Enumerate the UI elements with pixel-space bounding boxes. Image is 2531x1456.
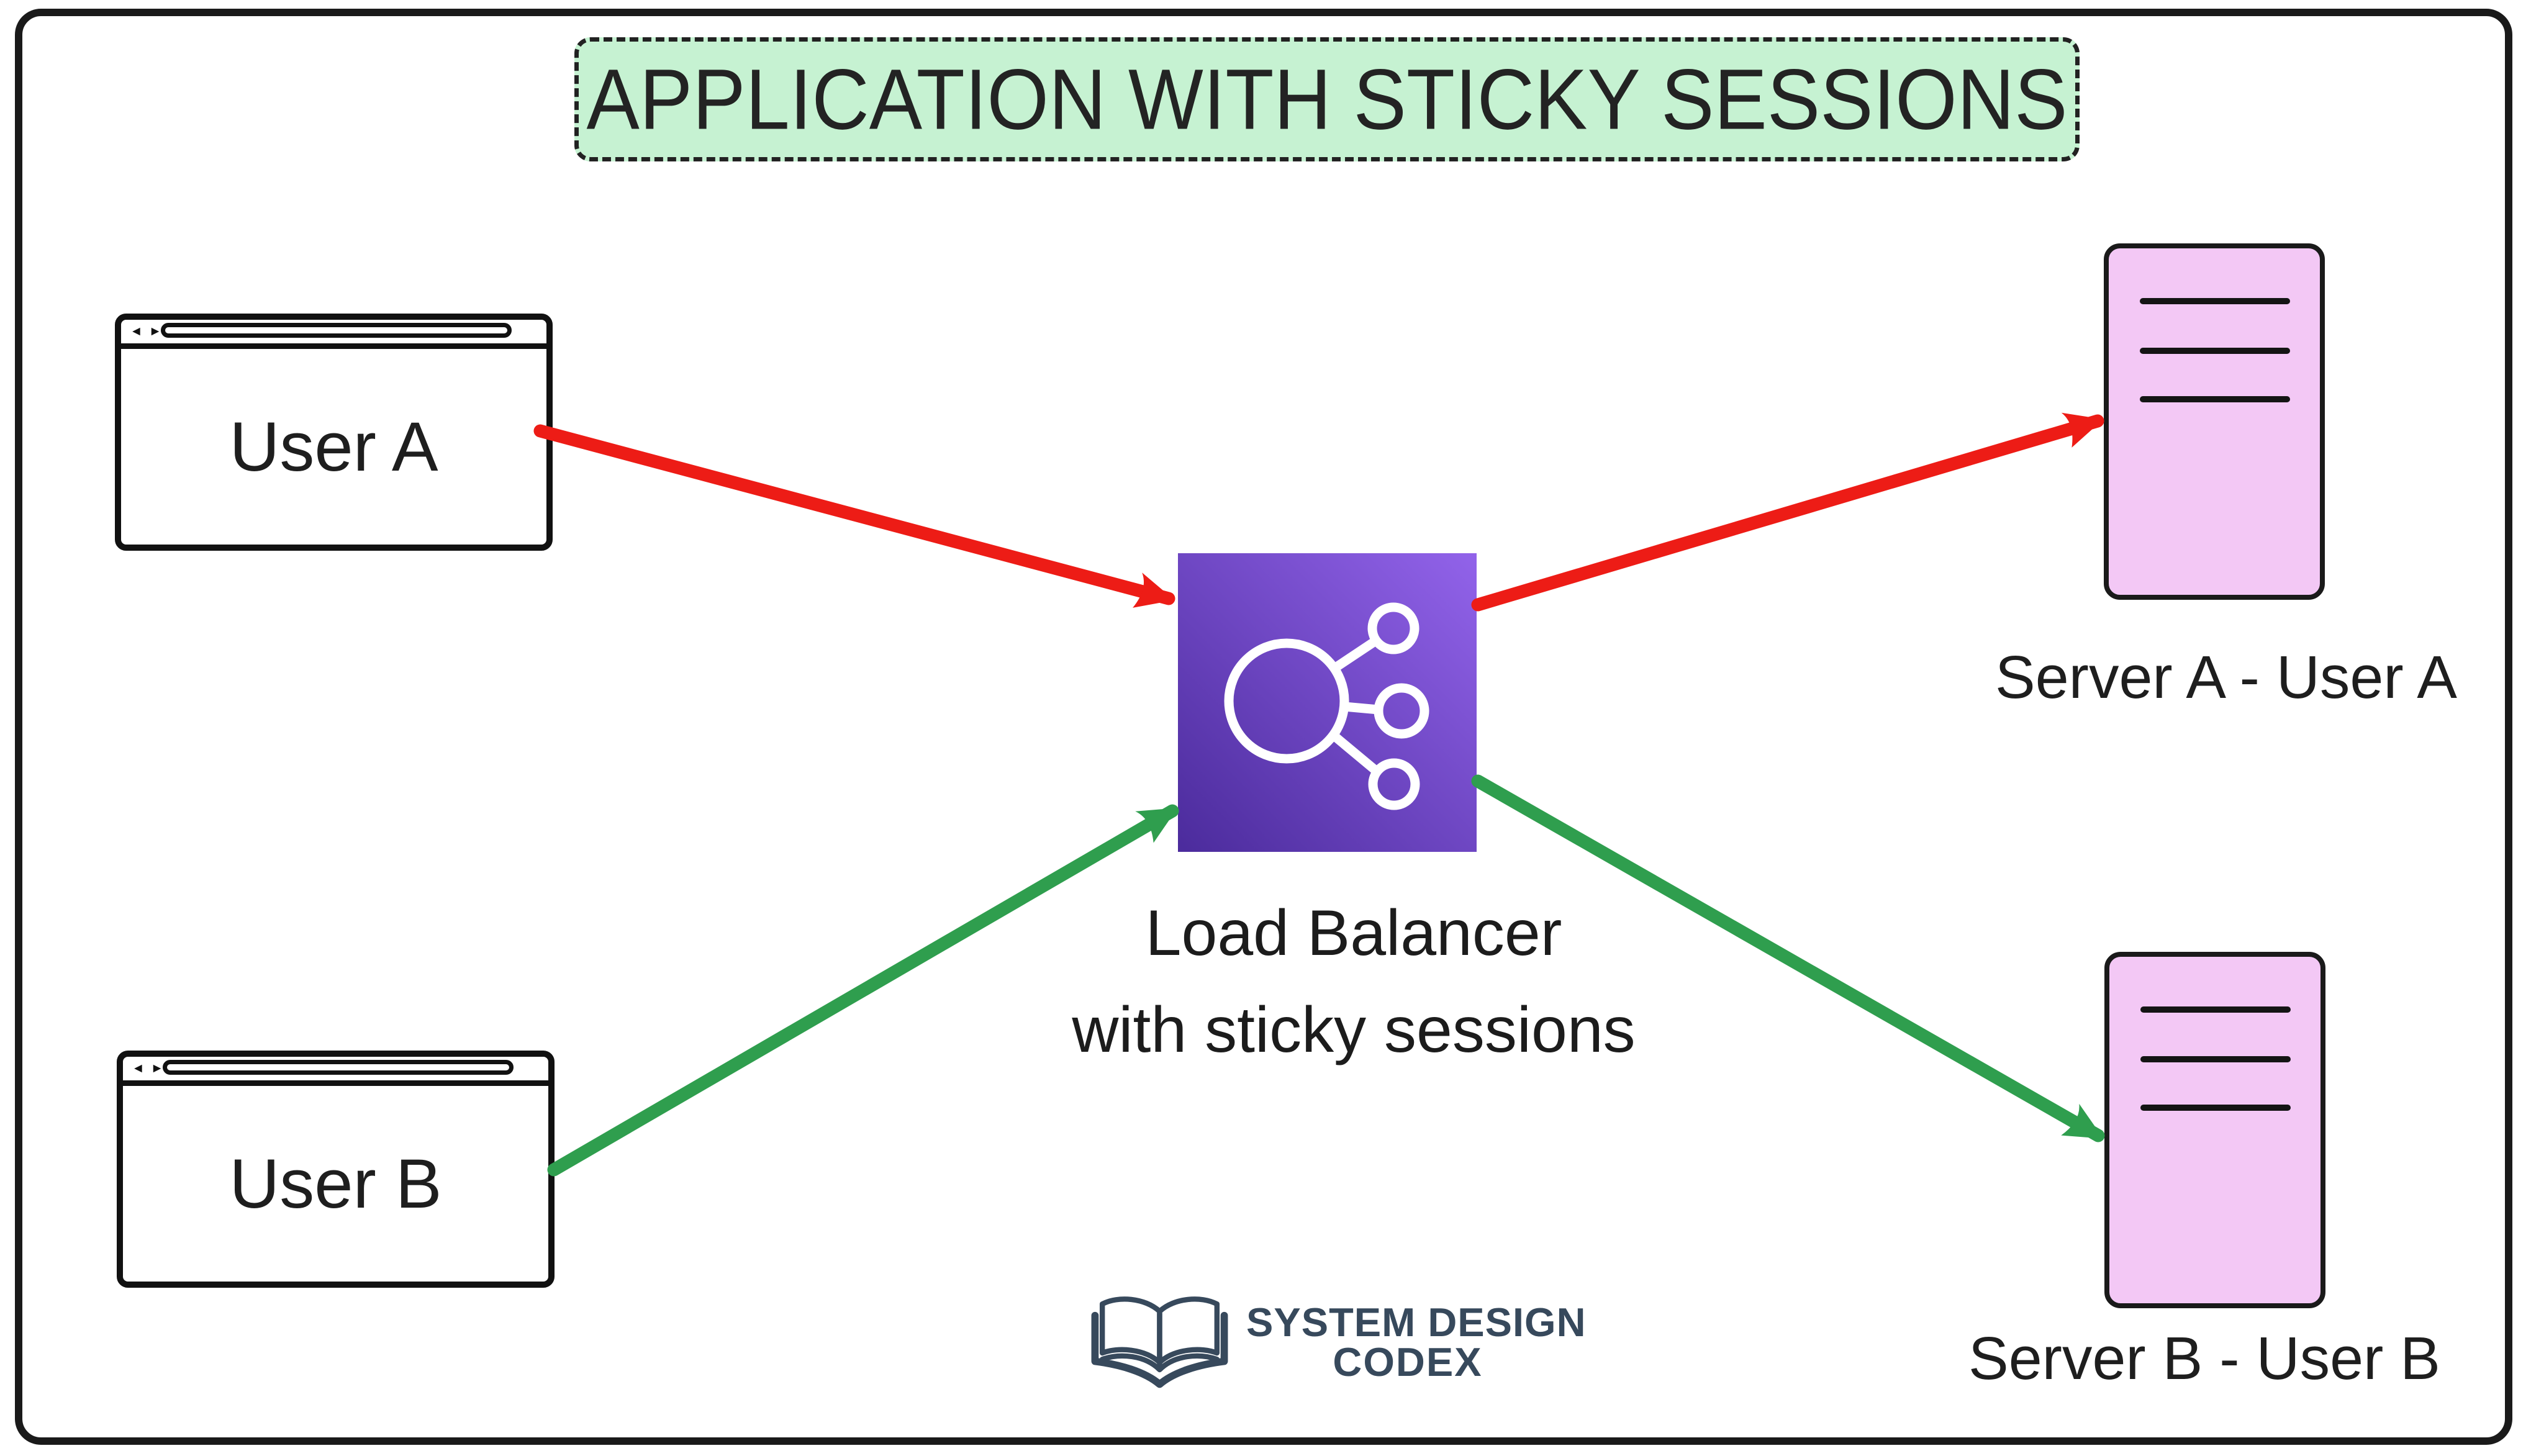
browser-toolbar: ◄ ► [123,1057,548,1086]
load-balancer-label-line2: with sticky sessions [1072,994,1636,1066]
server-line [2140,348,2290,354]
server-line [2140,1056,2291,1062]
server-a-box [2104,243,2325,600]
server-line [2140,1006,2291,1013]
arrow-load-balancer-to-server-a [1471,412,2104,612]
open-book-icon [1091,1296,1228,1388]
server-line [2140,1105,2291,1111]
back-forward-icon: ◄ ► [132,1061,165,1075]
brand-logo: SYSTEM DESIGN CODEX [1087,1288,1587,1393]
server-b-label: Server B - User B [1968,1324,2440,1392]
title-banner: APPLICATION WITH STICKY SESSIONS [574,37,2080,161]
url-bar [163,1060,514,1075]
browser-toolbar: ◄ ► [121,320,546,349]
back-forward-icon: ◄ ► [130,324,163,338]
brand-name-line1: SYSTEM DESIGN [1246,1300,1587,1345]
server-line [2140,396,2290,402]
user-b-window: ◄ ► User B [117,1051,555,1288]
arrow-user-a-to-load-balancer [533,424,1175,608]
load-balancer-label-line1: Load Balancer [1145,897,1562,969]
load-balancer-label: Load Balancer with sticky sessions [1043,893,1664,1070]
brand-name-line2: CODEX [1333,1339,1483,1385]
load-balancer-glyph [1224,602,1429,810]
user-a-window: ◄ ► User A [115,314,553,551]
user-a-label: User A [229,408,438,486]
server-line [2140,298,2290,304]
server-b-box [2104,952,2325,1308]
server-a-label: Server A - User A [1995,643,2457,711]
page-title: APPLICATION WITH STICKY SESSIONS [586,51,2068,148]
brand-logo-text: SYSTEM DESIGN CODEX [1246,1288,1587,1385]
load-balancer-icon [1178,553,1477,852]
url-bar [161,323,512,338]
user-b-label: User B [229,1145,442,1223]
